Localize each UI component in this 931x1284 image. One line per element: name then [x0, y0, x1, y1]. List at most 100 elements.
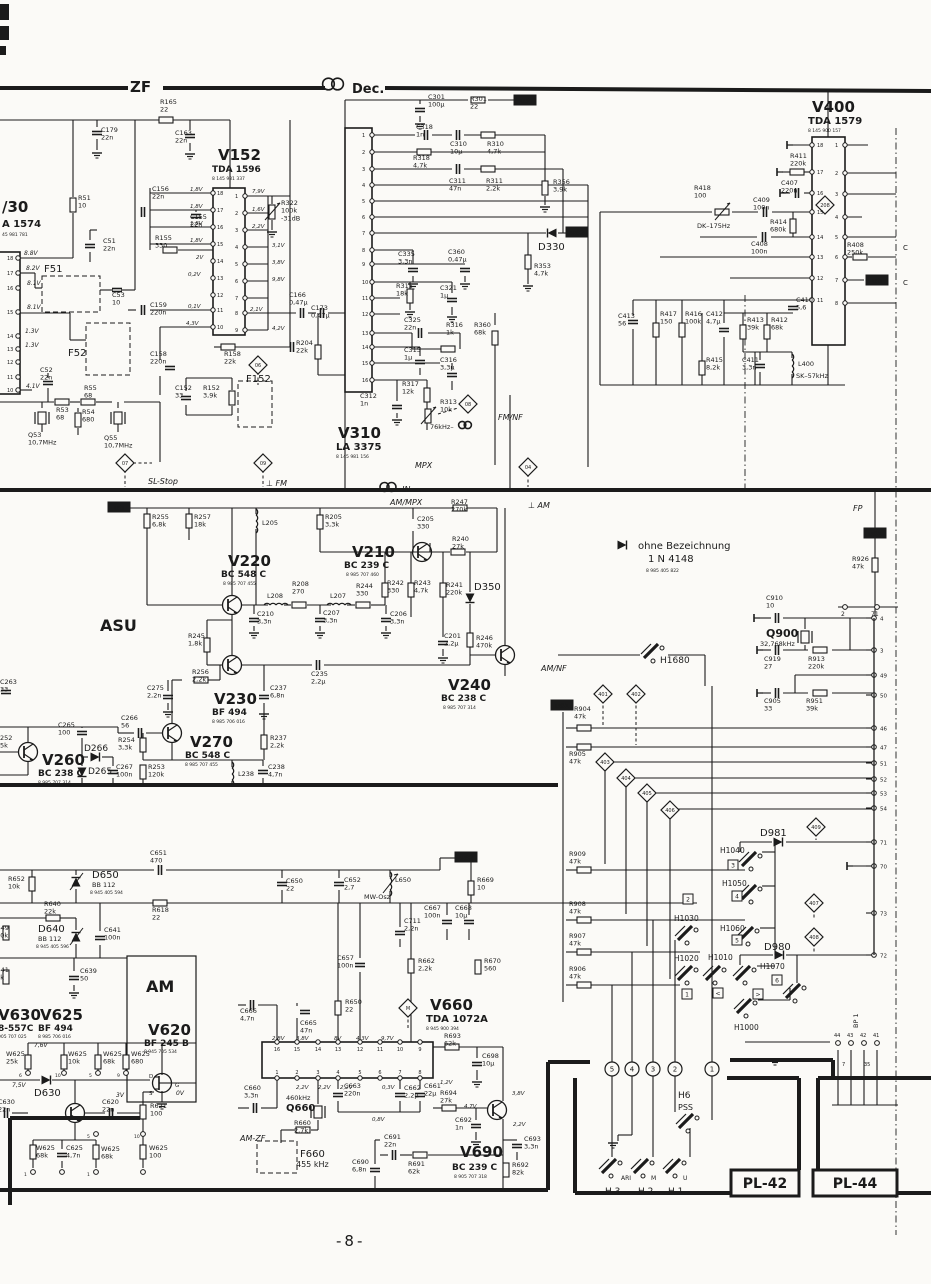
ic-pin [210, 190, 216, 196]
schematic-label: V400 [812, 98, 855, 116]
schematic-label: BC 238 C [441, 694, 487, 704]
resistor-symbol [355, 601, 371, 609]
switch-contact [681, 1160, 687, 1166]
schematic-label: L650 [395, 876, 411, 884]
switch-contact [684, 980, 690, 986]
ic-pin [842, 300, 848, 306]
ic-pin [274, 1039, 280, 1045]
ic-pin [369, 295, 375, 301]
ic-pin-number: 16 [362, 378, 368, 384]
schematic-label: 1 N 4148 [648, 554, 694, 565]
switch-contact [751, 967, 757, 973]
ic-pin-number: 4 [362, 183, 365, 189]
ic-pin-number: 11 [362, 296, 368, 302]
resistor-symbol [381, 582, 389, 598]
schematic-label: 8 145 981 156 [336, 454, 369, 460]
switch-symbol [704, 964, 722, 982]
resistor-symbol [491, 330, 499, 346]
switch-symbol [662, 1158, 674, 1170]
schematic-label: 4.1V [26, 383, 41, 390]
schematic-label: 3,8V [512, 1091, 526, 1097]
ic-pin [15, 374, 21, 380]
schematic-label: D265 [88, 767, 112, 777]
switch-symbol [642, 642, 660, 660]
ic-pin [369, 149, 375, 155]
schematic-label: ZF [130, 78, 151, 96]
schematic-label: 1.3V [25, 342, 40, 349]
switch-symbol [598, 1158, 610, 1170]
schematic-label: 44 [834, 1033, 840, 1039]
ic-pin [809, 190, 815, 196]
resistor-symbol [812, 646, 828, 654]
switch-contact [685, 1128, 691, 1134]
schematic-label: D330 [538, 242, 565, 253]
ic-pin-number: 15 [217, 242, 223, 248]
resistor-symbol [466, 632, 474, 648]
ic-pin-number: 18 [7, 256, 13, 262]
resistor-symbol [678, 322, 686, 338]
crystal-symbol [800, 630, 810, 644]
ref-box [550, 699, 574, 711]
ic-pin-number: 10 [362, 280, 368, 286]
diamond-ref [458, 394, 478, 414]
ic-pin [809, 297, 815, 303]
resistor-symbol [467, 880, 475, 896]
resistor-symbol [789, 218, 797, 234]
ic-pin [809, 169, 815, 175]
edge-pin-number: 51 [880, 762, 887, 768]
ic-pin [242, 261, 248, 267]
switch-symbol [674, 965, 686, 977]
diamond-ref-label: 208 [820, 203, 830, 209]
schematic-label: BC 239 C [344, 561, 390, 571]
switch-contact [617, 1160, 623, 1166]
switch-symbol [677, 1112, 695, 1130]
schematic-label: 1,2V [440, 1080, 454, 1086]
ic-pin [15, 309, 21, 315]
schematic-label: L400 [798, 360, 814, 368]
ic-pin-number: 18 [217, 191, 223, 197]
diamond-ref [595, 752, 615, 772]
schematic-label: D980 [764, 942, 791, 953]
ic-pin [242, 278, 248, 284]
schematic-label: L208 [267, 592, 283, 600]
switch-contact [608, 1173, 614, 1179]
resistor-symbol [440, 345, 456, 353]
switch-contact [672, 1173, 678, 1179]
ic-pin [242, 227, 248, 233]
schematic-label: BC 239 C [452, 1163, 498, 1173]
ic-pin-number: 3 [235, 228, 238, 234]
resistor-symbol [139, 1104, 147, 1120]
ic-pin-number: 6 [235, 279, 238, 285]
terminal-number: 10 [134, 1134, 140, 1140]
connector-pin-number: 5 [610, 1066, 614, 1074]
schematic-label: V630 [0, 1006, 41, 1024]
ic-pin [369, 247, 375, 253]
transistor-symbol [498, 1116, 503, 1119]
schematic-label: L238 [238, 770, 254, 778]
switch-contact [752, 1000, 758, 1006]
diamond-ref-label: 406 [665, 808, 675, 814]
ref-box [863, 527, 887, 539]
schematic-label: V260 [42, 751, 85, 769]
ic-pin [294, 1039, 300, 1045]
ic-pin-number: 15 [817, 210, 823, 216]
switch-contact [801, 985, 807, 991]
resistor-symbol [139, 764, 147, 780]
schematic-label: 2,2V [318, 1085, 332, 1091]
ic-pin-number: 12 [362, 312, 368, 318]
schematic-label: U [683, 1175, 687, 1182]
diamond-ref [398, 998, 418, 1018]
